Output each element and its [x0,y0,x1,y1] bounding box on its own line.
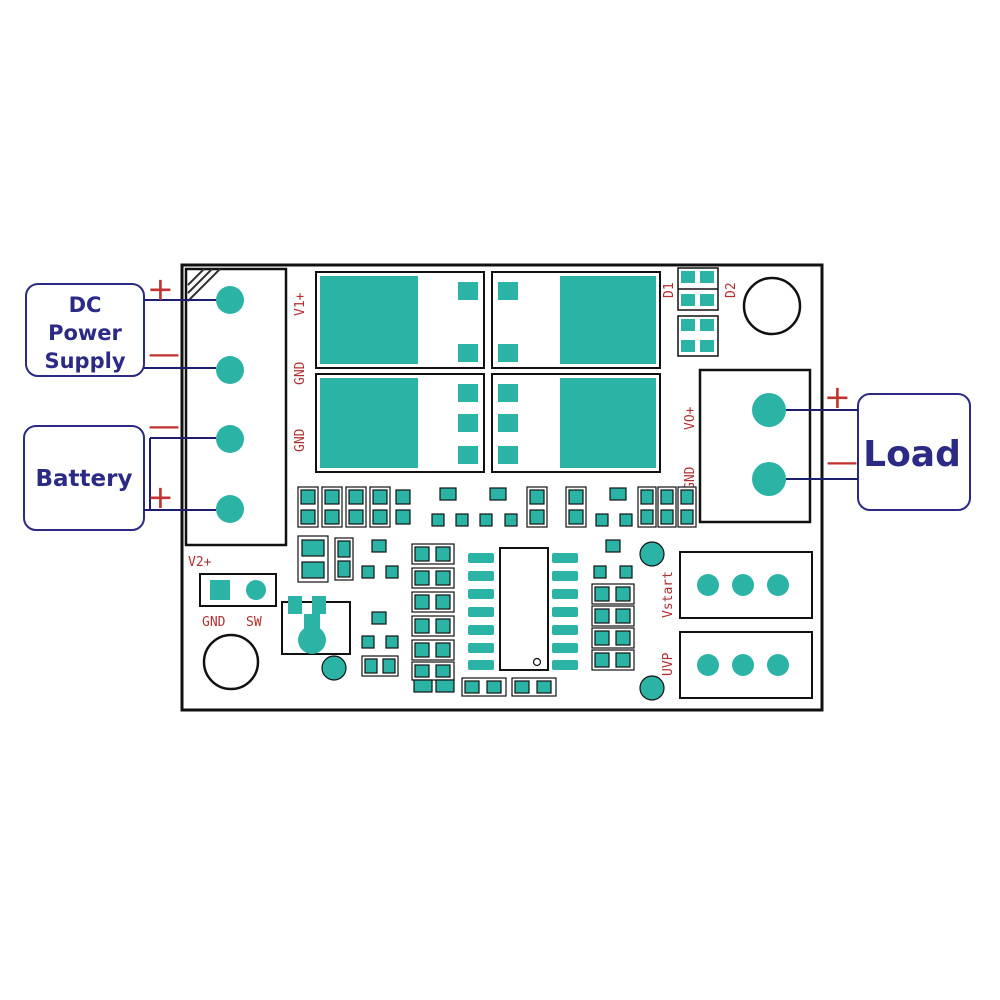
silk-gnd-2: GND [293,428,308,452]
silk-v2-plus: V2+ [188,555,212,570]
smd-lower-left [297,535,399,677]
uvp-pin-3 [767,654,789,676]
battery-label: Battery [36,466,133,492]
vstart-pin-3 [767,574,789,596]
output-terminal-block [698,368,812,524]
dc-plus-sign: + [147,270,174,308]
vstart-pin-2 [732,574,754,596]
silk-gnd-1: GND [293,361,308,385]
vstart-pin-1 [697,574,719,596]
silk-gnd-sw: GND [202,615,226,630]
terminal-pin-1 [216,286,244,314]
battery-minus-sign: — [148,406,180,444]
mosfet-bottom-left [315,373,485,473]
output-pin-plus [752,393,786,427]
output-wires [786,409,858,480]
silk-uvp: UVP [661,652,676,676]
silk-sw: SW [246,615,262,630]
uvp-pin-2 [732,654,754,676]
battery-plus-sign: + [147,478,174,516]
potentiometer [281,596,351,655]
terminal-pin-2 [216,356,244,384]
mosfet-bottom-right [491,373,661,473]
mosfet-top-right [491,271,661,369]
smd-row-upper [297,486,697,528]
uvp-pin-1 [697,654,719,676]
silk-gnd-out: GND [683,466,698,490]
silk-d2: D2 [724,282,739,298]
input-wires [144,299,216,511]
dc-label-line2: Power [48,321,122,345]
terminal-pin-3 [216,425,244,453]
silk-v1-plus: V1+ [293,292,308,316]
resistor-below-ic [461,677,557,697]
resistor-array-left [411,543,455,693]
silk-vo-plus: VO+ [683,406,698,430]
load-minus-sign: — [826,442,858,480]
test-point-right-bottom [639,675,665,701]
sw-header-pin-sw [246,580,266,600]
test-point-right-top [639,541,665,567]
silk-vstart: Vstart [661,571,676,618]
dc-power-supply-box [25,283,145,377]
diodes-d1-d2 [677,267,719,357]
load-label: Load [863,434,961,475]
dc-minus-sign: — [148,334,180,372]
smd-right-of-ic [591,539,635,671]
mounting-hole-top-right [742,276,802,336]
mounting-hole-bottom-left [202,633,260,691]
terminal-corner-mark [187,268,221,302]
sw-header-pin-gnd [210,580,230,600]
output-pin-gnd [752,462,786,496]
load-plus-sign: + [824,378,851,416]
ic-chip [468,547,578,671]
load-box [857,393,971,511]
test-point-left [321,655,347,681]
dc-label-line3: Supply [44,349,125,373]
silk-d1: D1 [662,282,677,298]
terminal-pin-4 [216,495,244,523]
dc-label-line1: DC [69,293,102,317]
battery-box [23,425,145,531]
mosfet-top-left [315,271,485,369]
